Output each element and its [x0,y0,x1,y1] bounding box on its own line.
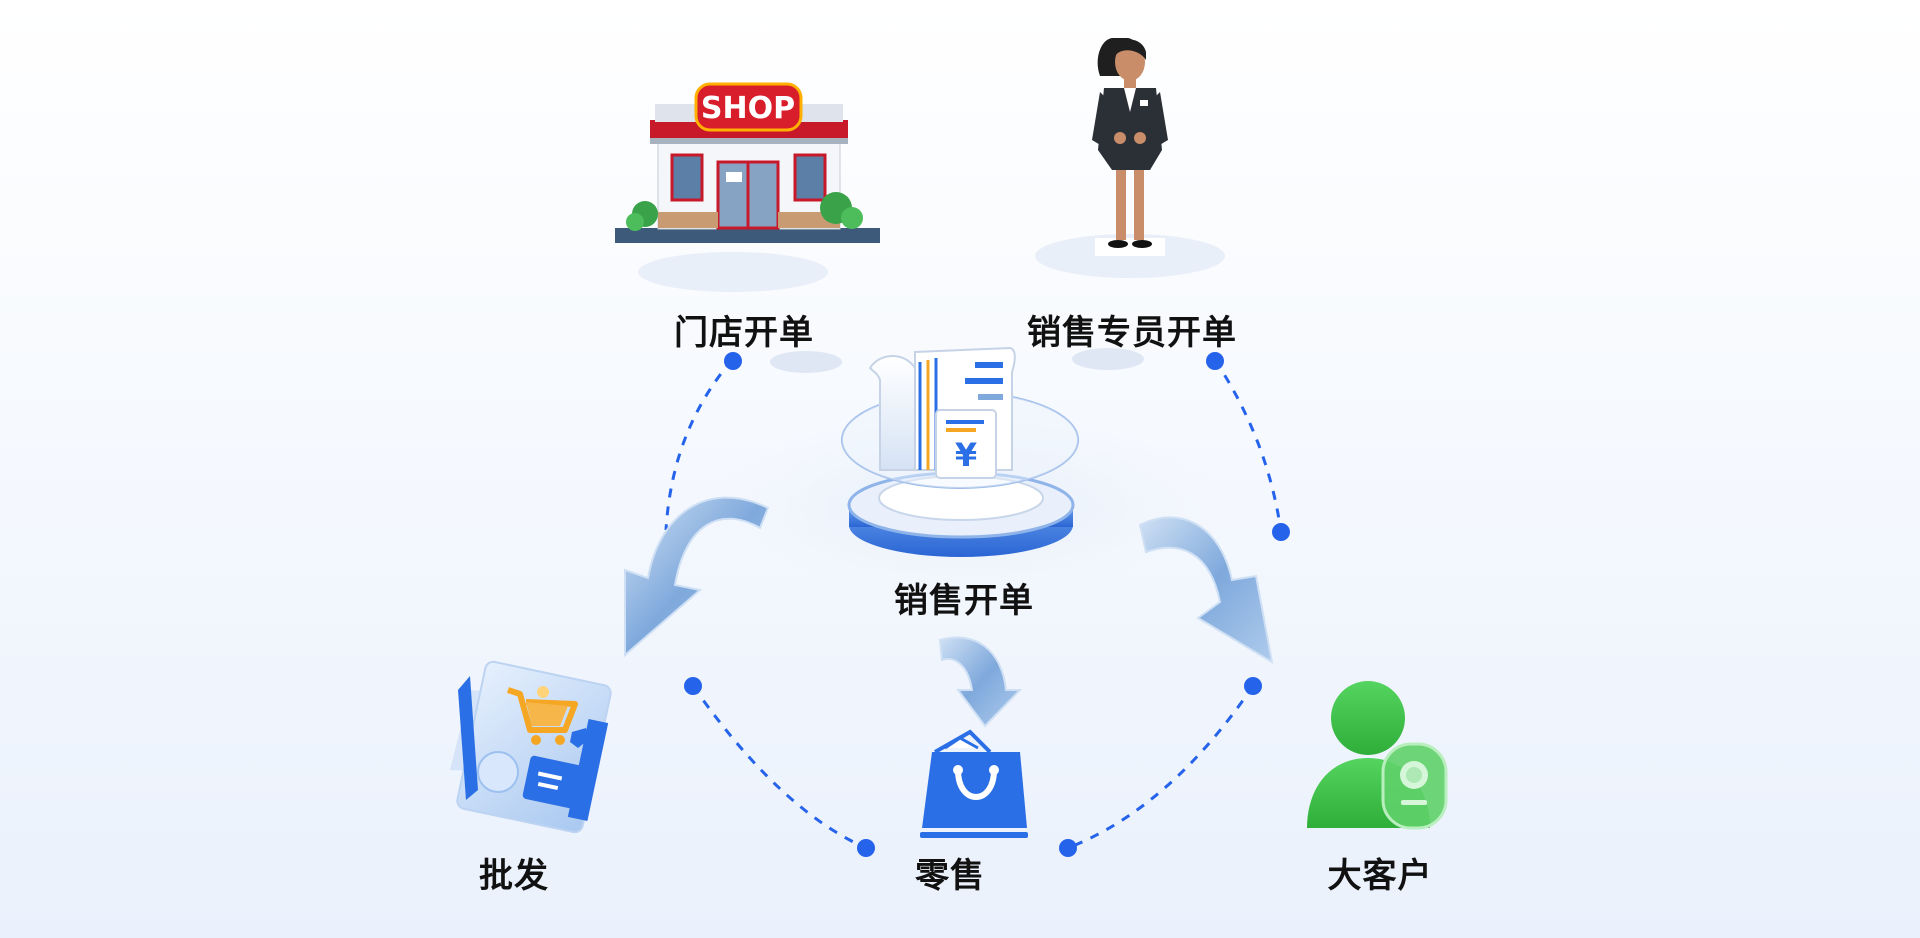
connector-keyaccount-to-retail [1067,685,1255,850]
connector-dot [857,839,875,857]
currency-glyph: ¥ [955,436,977,474]
arrow-to-retail-icon [938,636,1023,728]
connector-dot [684,677,702,695]
connector-rep-to-keyaccount [1213,359,1283,533]
wholesale-cart-icon [450,660,612,834]
connector-dot [724,352,742,370]
shop-sign-text: SHOP [701,91,795,126]
arrow-to-keyaccount-icon [1138,516,1274,664]
connector-dot [1272,523,1290,541]
connector-wholesale-to-retail [691,685,867,850]
label-sales-rep-order: 销售专员开单 [1027,313,1237,353]
connector-lines [664,359,1283,850]
label-center-sales-order: 销售开单 [894,581,1034,621]
salesperson-icon [1035,38,1225,278]
connector-dots [684,352,1290,857]
pedestal-shadow [770,351,842,373]
shopping-bag-icon [920,729,1028,838]
receipt-platform-icon: ¥ [841,346,1079,557]
label-key-account: 大客户 [1327,856,1433,896]
arrow-to-wholesale-icon [624,496,770,658]
connector-store-to-wholesale [664,359,734,531]
label-retail: 零售 [915,856,985,896]
shop-icon: SHOP [615,82,880,292]
connector-dot [1059,839,1077,857]
connector-dot [1244,677,1262,695]
pedestal-shadow [1072,348,1144,370]
label-wholesale: 批发 [479,856,549,896]
label-store-order: 门店开单 [674,313,814,353]
key-account-user-icon [1307,681,1448,830]
connector-dot [1206,352,1224,370]
